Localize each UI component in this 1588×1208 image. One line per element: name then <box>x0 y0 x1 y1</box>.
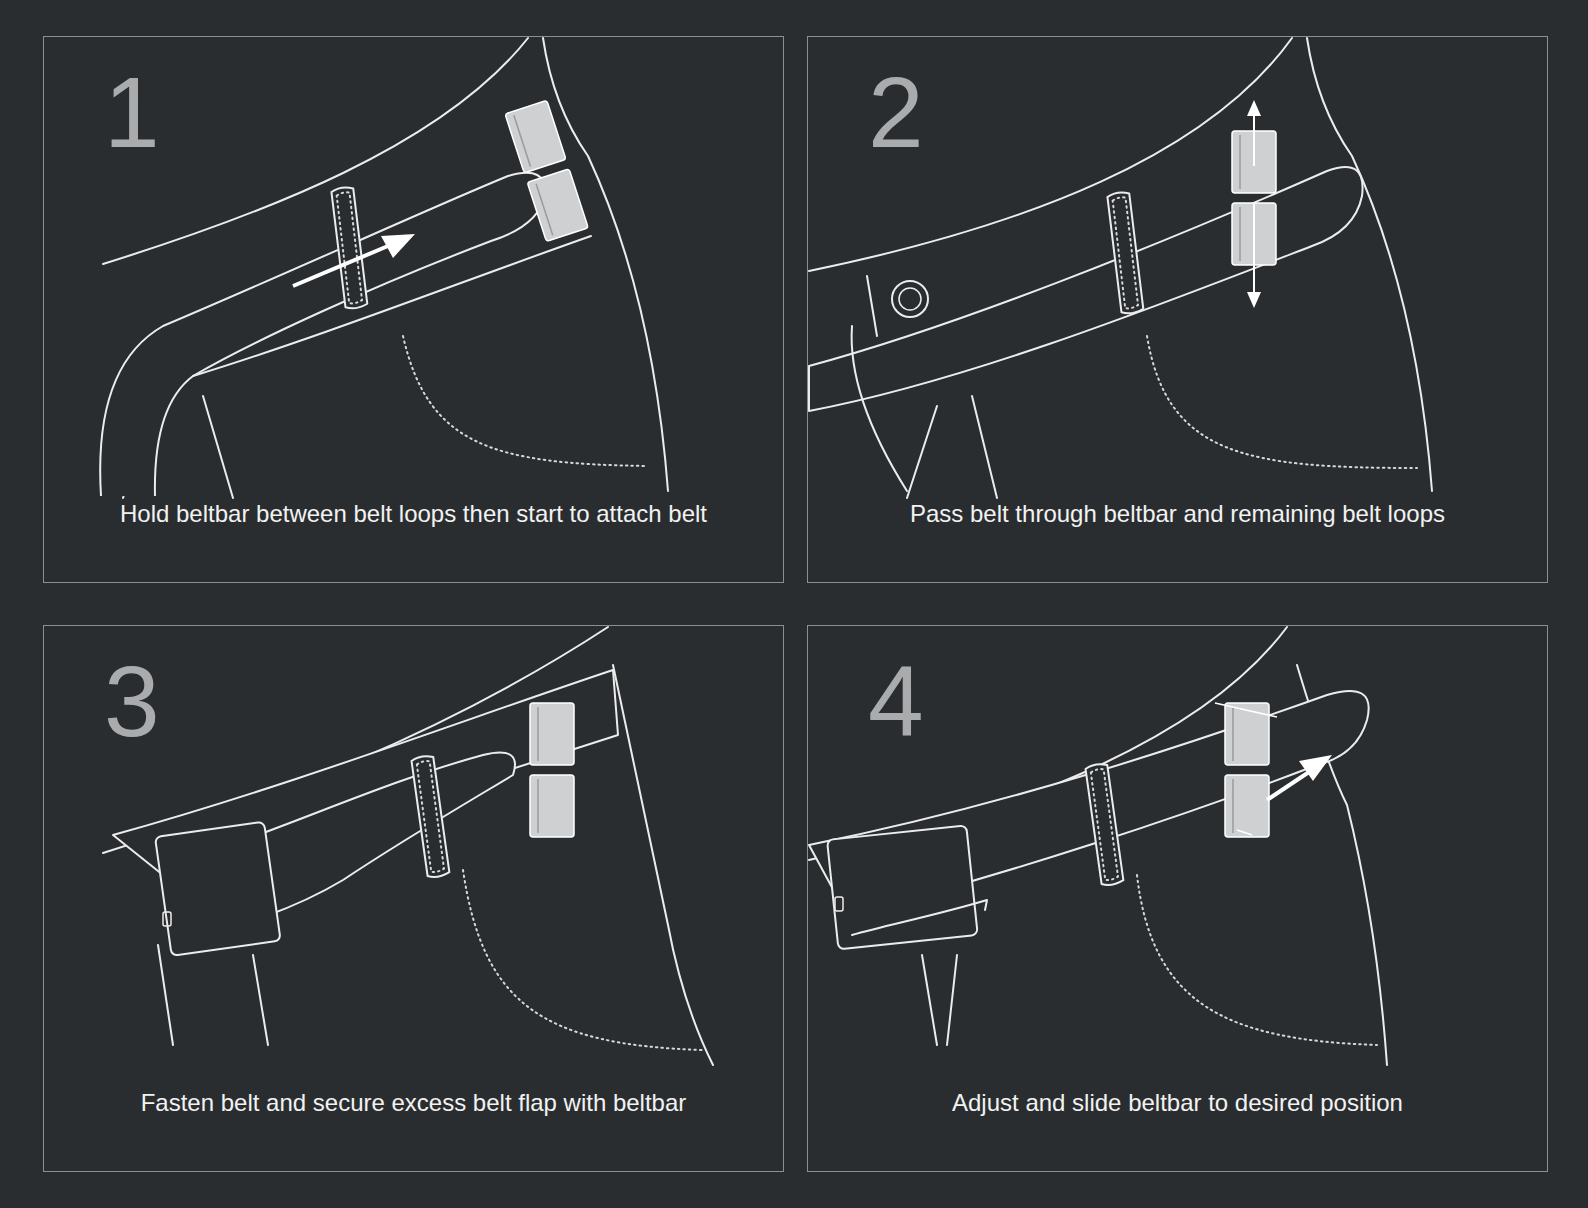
step-caption: Adjust and slide beltbar to desired posi… <box>818 1088 1537 1118</box>
instruction-panel: 3Fasten belt and secure excess belt flap… <box>43 625 784 1172</box>
step-number: 1 <box>104 57 160 167</box>
step-number: 4 <box>868 646 924 756</box>
step-number: 2 <box>868 57 924 167</box>
instruction-panel: 4Adjust and slide beltbar to desired pos… <box>807 625 1548 1172</box>
instruction-panel: 1Hold beltbar between belt loops then st… <box>43 36 784 583</box>
step-caption: Fasten belt and secure excess belt flap … <box>54 1088 773 1118</box>
step-caption: Hold beltbar between belt loops then sta… <box>54 499 773 529</box>
step-number: 3 <box>104 646 160 756</box>
step-caption: Pass belt through beltbar and remaining … <box>818 499 1537 529</box>
instruction-panel: 2Pass belt through beltbar and remaining… <box>807 36 1548 583</box>
